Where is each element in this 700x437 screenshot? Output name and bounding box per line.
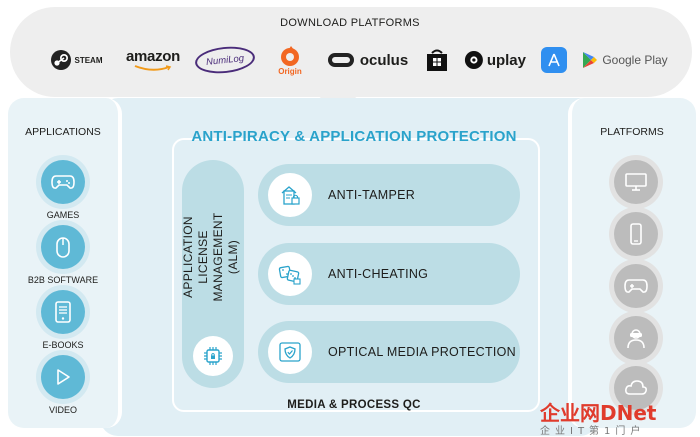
uplay-logo-text: uplay (486, 51, 526, 69)
cloud-icon (625, 380, 647, 395)
smartphone-icon (630, 223, 642, 245)
alm-label: APPLICATION LICENSE MANAGEMENT (ALM) (181, 212, 240, 302)
origin-icon (281, 45, 299, 66)
app-label-video: VIDEO (48, 405, 77, 415)
vr-headset-icon (627, 329, 645, 349)
steam-logo: STEAM (40, 44, 112, 76)
amazon-smile-icon (134, 65, 172, 71)
protection-title: ANTI-PIRACY & APPLICATION PROTECTION (191, 128, 517, 145)
ebook-icon (55, 301, 71, 323)
alm-chip-circle (193, 336, 233, 376)
pill-anti-tamper: ANTI-TAMPER (258, 164, 520, 226)
optical-media-protection-label: OPTICAL MEDIA PROTECTION (328, 345, 517, 359)
b2b-software-circle (41, 225, 85, 269)
disc-shield-icon (279, 342, 301, 362)
games-circle (41, 160, 85, 204)
dice-lock-icon (278, 265, 301, 285)
amazon-logo-text: amazon (125, 48, 181, 65)
uplay-icon (464, 50, 483, 70)
anti-cheating-icon-circle (268, 252, 312, 296)
pill-anti-cheating: ANTI-CHEATING (258, 243, 520, 305)
app-label-b2b-software: B2B SOFTWARE (27, 275, 99, 285)
platform-pc (614, 160, 658, 204)
google-play-icon (583, 52, 598, 68)
app-label-games: GAMES (46, 210, 80, 220)
watermark-sub-text: 企业IT第1门户 (540, 426, 646, 437)
amazon-logo: amazon (124, 44, 182, 76)
origin-logo: Origin (272, 40, 308, 80)
optical-media-icon-circle (268, 330, 312, 374)
platform-console (614, 264, 658, 308)
chip-lock-icon (204, 347, 222, 365)
app-store-icon (541, 47, 567, 73)
applications-title: APPLICATIONS (25, 126, 101, 138)
platform-vr (614, 316, 658, 360)
platform-mobile (614, 212, 658, 256)
oculus-logo-text: oculus (359, 51, 409, 69)
watermark-main-text: 企业网DNet (540, 401, 657, 425)
download-platforms-panel (10, 7, 692, 97)
numilog-logo-text: NumiLog (205, 52, 245, 68)
console-controller-icon (624, 279, 648, 293)
google-play-logo-text: Google Play (602, 53, 668, 67)
steam-icon (50, 50, 71, 70)
google-play-logo: Google Play (582, 44, 668, 76)
uplay-logo: uplay (464, 44, 526, 76)
document-lock-icon (281, 186, 300, 205)
platforms-title: PLATFORMS (600, 126, 664, 138)
play-icon (57, 369, 70, 385)
download-platforms-title: DOWNLOAD PLATFORMS (280, 17, 420, 29)
numilog-swoosh-icon: NumiLog (193, 43, 257, 77)
pill-optical-media-protection: OPTICAL MEDIA PROTECTION (258, 321, 520, 383)
monitor-icon (625, 173, 647, 191)
oculus-ring-icon (327, 53, 354, 67)
origin-logo-text: Origin (278, 66, 302, 76)
windows-store-icon (427, 49, 447, 71)
anti-tamper-icon-circle (268, 173, 312, 217)
anti-tamper-label: ANTI-TAMPER (328, 188, 416, 202)
app-label-ebooks: E-BOOKS (42, 340, 84, 350)
numilog-logo: NumiLog (193, 43, 257, 77)
video-circle (41, 355, 85, 399)
protection-box (172, 138, 540, 412)
app-store-logo (540, 44, 568, 76)
platform-cloud (614, 366, 658, 410)
steam-logo-text: STEAM (74, 55, 103, 65)
anti-cheating-label: ANTI-CHEATING (328, 267, 429, 281)
oculus-logo: oculus (322, 44, 414, 76)
watermark: 企业网DNet 企业IT第1门户 (540, 397, 698, 437)
ebooks-circle (41, 290, 85, 334)
gamepad-icon (51, 175, 75, 189)
media-process-qc-label: MEDIA & PROCESS QC (287, 399, 421, 411)
windows-store-logo (424, 44, 450, 76)
mouse-icon (56, 237, 70, 258)
